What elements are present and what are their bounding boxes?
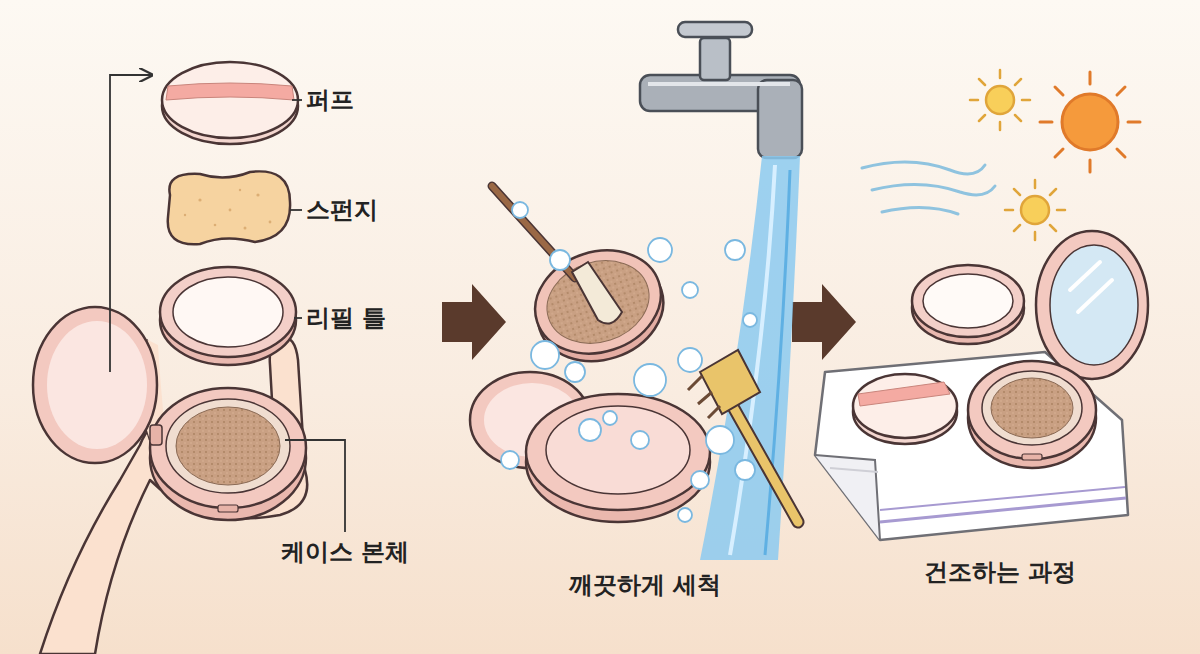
stage-caption: 깨끗하게 세척 — [569, 571, 721, 600]
mirror-lid — [1036, 231, 1148, 379]
case-base-washing — [470, 372, 710, 522]
stage-arrow — [792, 284, 856, 360]
sun — [1040, 72, 1140, 172]
sun — [1005, 180, 1065, 240]
cushion-washing — [522, 235, 677, 377]
scrub-brush — [688, 350, 798, 522]
leader-lines — [110, 75, 345, 532]
part-label: 케이스 본체 — [281, 538, 409, 567]
bubbles — [501, 202, 757, 522]
stage-caption: 건조하는 과정 — [924, 558, 1076, 587]
part-label: 스펀지 — [306, 196, 378, 225]
part-label: 퍼프 — [306, 86, 354, 115]
case-lid — [33, 307, 157, 463]
sun — [970, 70, 1030, 130]
puff-drying — [853, 374, 957, 444]
water — [700, 156, 800, 560]
wind — [862, 162, 995, 214]
makeup-brush — [492, 186, 622, 324]
refill-ring — [160, 267, 296, 365]
sponge — [168, 171, 290, 244]
refill-ring-drying — [912, 265, 1024, 344]
puff — [162, 62, 298, 144]
part-label: 리필 틀 — [306, 304, 386, 333]
case-body — [150, 388, 306, 520]
faucet — [640, 22, 802, 158]
case-drying — [968, 361, 1096, 468]
stage-arrow — [442, 284, 506, 360]
towel — [815, 352, 1128, 540]
